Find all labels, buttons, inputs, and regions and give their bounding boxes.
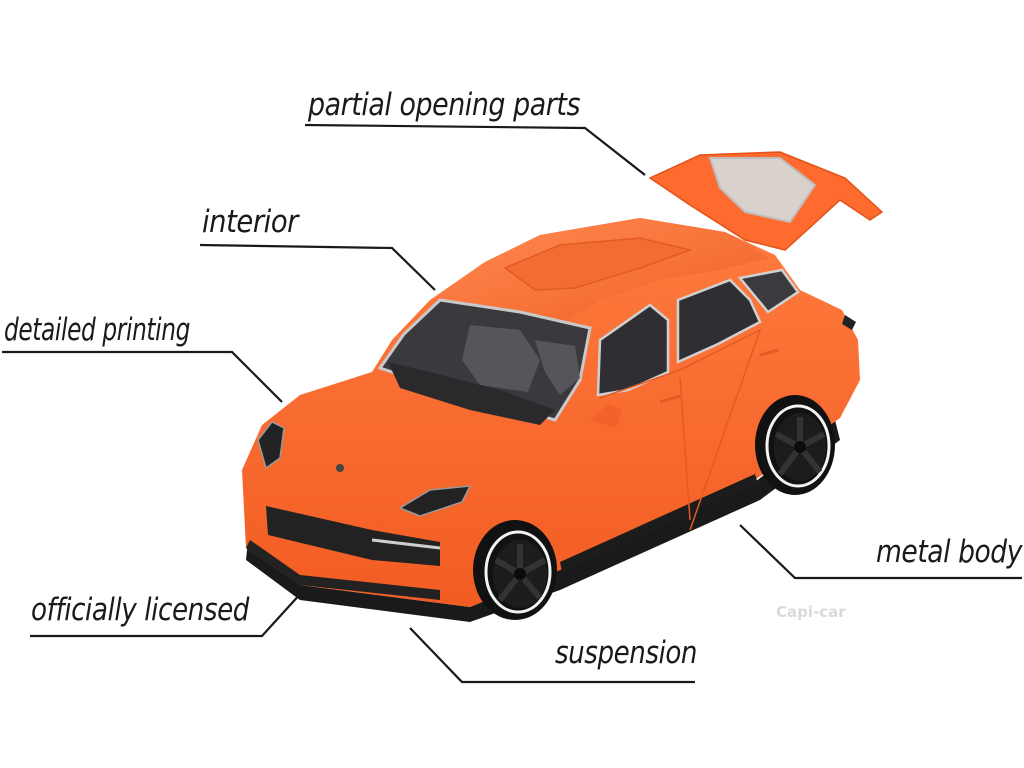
label-partial-opening-parts: partial opening parts <box>307 87 580 123</box>
car-door-handle <box>659 348 779 404</box>
car-side-window-front <box>596 303 670 397</box>
car-front-wheel <box>473 520 557 620</box>
car-headlight-right <box>398 485 472 517</box>
car-tailgate-glass <box>708 157 817 224</box>
car-dashboard <box>388 362 555 425</box>
car-side-window-quarter <box>737 268 800 314</box>
leader-partial-opening-parts <box>304 123 646 176</box>
car-rear-wheel <box>755 395 835 495</box>
car-grille-chrome <box>371 538 441 550</box>
car-door-line <box>599 328 762 531</box>
car-side-skirt <box>560 474 758 572</box>
leader-interior <box>199 243 436 291</box>
car-sunroof <box>503 237 693 291</box>
car-interior-seats <box>462 325 580 395</box>
label-interior: interior <box>202 204 300 240</box>
car-taillight <box>842 315 856 330</box>
label-officially-licensed: officially licensed <box>31 592 250 628</box>
leader-metal-body <box>739 524 1022 580</box>
toy-car-illustration <box>242 151 884 622</box>
car-side-mirror <box>590 404 622 428</box>
leader-detailed-printing <box>2 350 283 403</box>
car-front-lip <box>246 540 440 600</box>
leader-officially-licensed <box>30 591 303 638</box>
callout-leader-lines <box>2 123 1022 684</box>
leader-suspension <box>409 627 695 684</box>
callout-labels: partial opening parts interior detailed … <box>4 87 1023 671</box>
label-metal-body: metal body <box>876 534 1023 570</box>
watermark-logo: Capi-car <box>776 603 846 621</box>
car-front-grille <box>266 506 440 566</box>
label-suspension: suspension <box>555 635 697 671</box>
label-detailed-printing: detailed printing <box>4 312 190 348</box>
car-headlight-left <box>257 421 285 470</box>
car-side-window-rear <box>676 278 762 364</box>
car-hood-badge <box>336 464 344 472</box>
